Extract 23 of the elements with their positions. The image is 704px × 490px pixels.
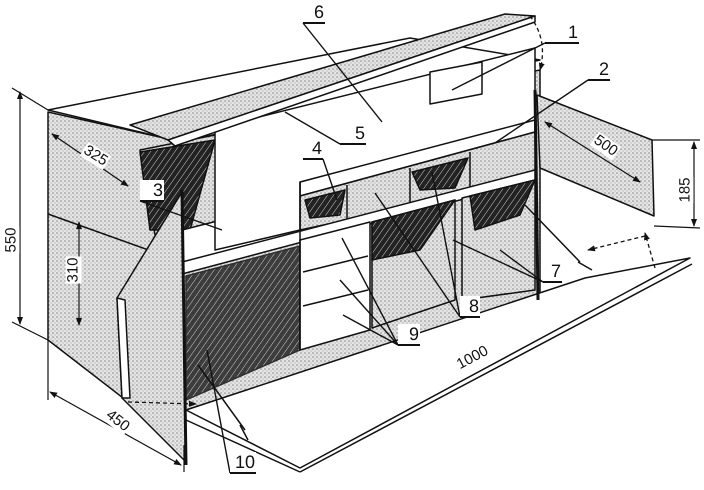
leader-line bbox=[206, 350, 231, 474]
leader-line bbox=[322, 158, 338, 200]
callout-number: 2 bbox=[588, 59, 610, 81]
leader-line bbox=[452, 239, 544, 283]
callout-number: 8 bbox=[460, 296, 480, 318]
leader-line bbox=[500, 249, 544, 283]
leader-line bbox=[452, 42, 546, 91]
leader-line bbox=[342, 314, 398, 346]
dimension-label: 310 bbox=[66, 256, 82, 284]
callout-number: 3 bbox=[140, 180, 164, 202]
leader-line bbox=[140, 200, 222, 231]
leader-line bbox=[341, 238, 399, 346]
leader-line bbox=[302, 22, 383, 122]
dimension-label: 185 bbox=[678, 176, 694, 204]
leader-line bbox=[494, 79, 588, 144]
leader-line bbox=[339, 280, 399, 346]
dimension-label: 550 bbox=[4, 226, 20, 254]
callout-number: 9 bbox=[398, 324, 420, 346]
leader-line bbox=[374, 192, 461, 318]
leader-line bbox=[431, 172, 461, 318]
leader-line bbox=[284, 111, 340, 145]
callout-number: 6 bbox=[303, 2, 325, 24]
callout-number: 10 bbox=[230, 452, 256, 474]
